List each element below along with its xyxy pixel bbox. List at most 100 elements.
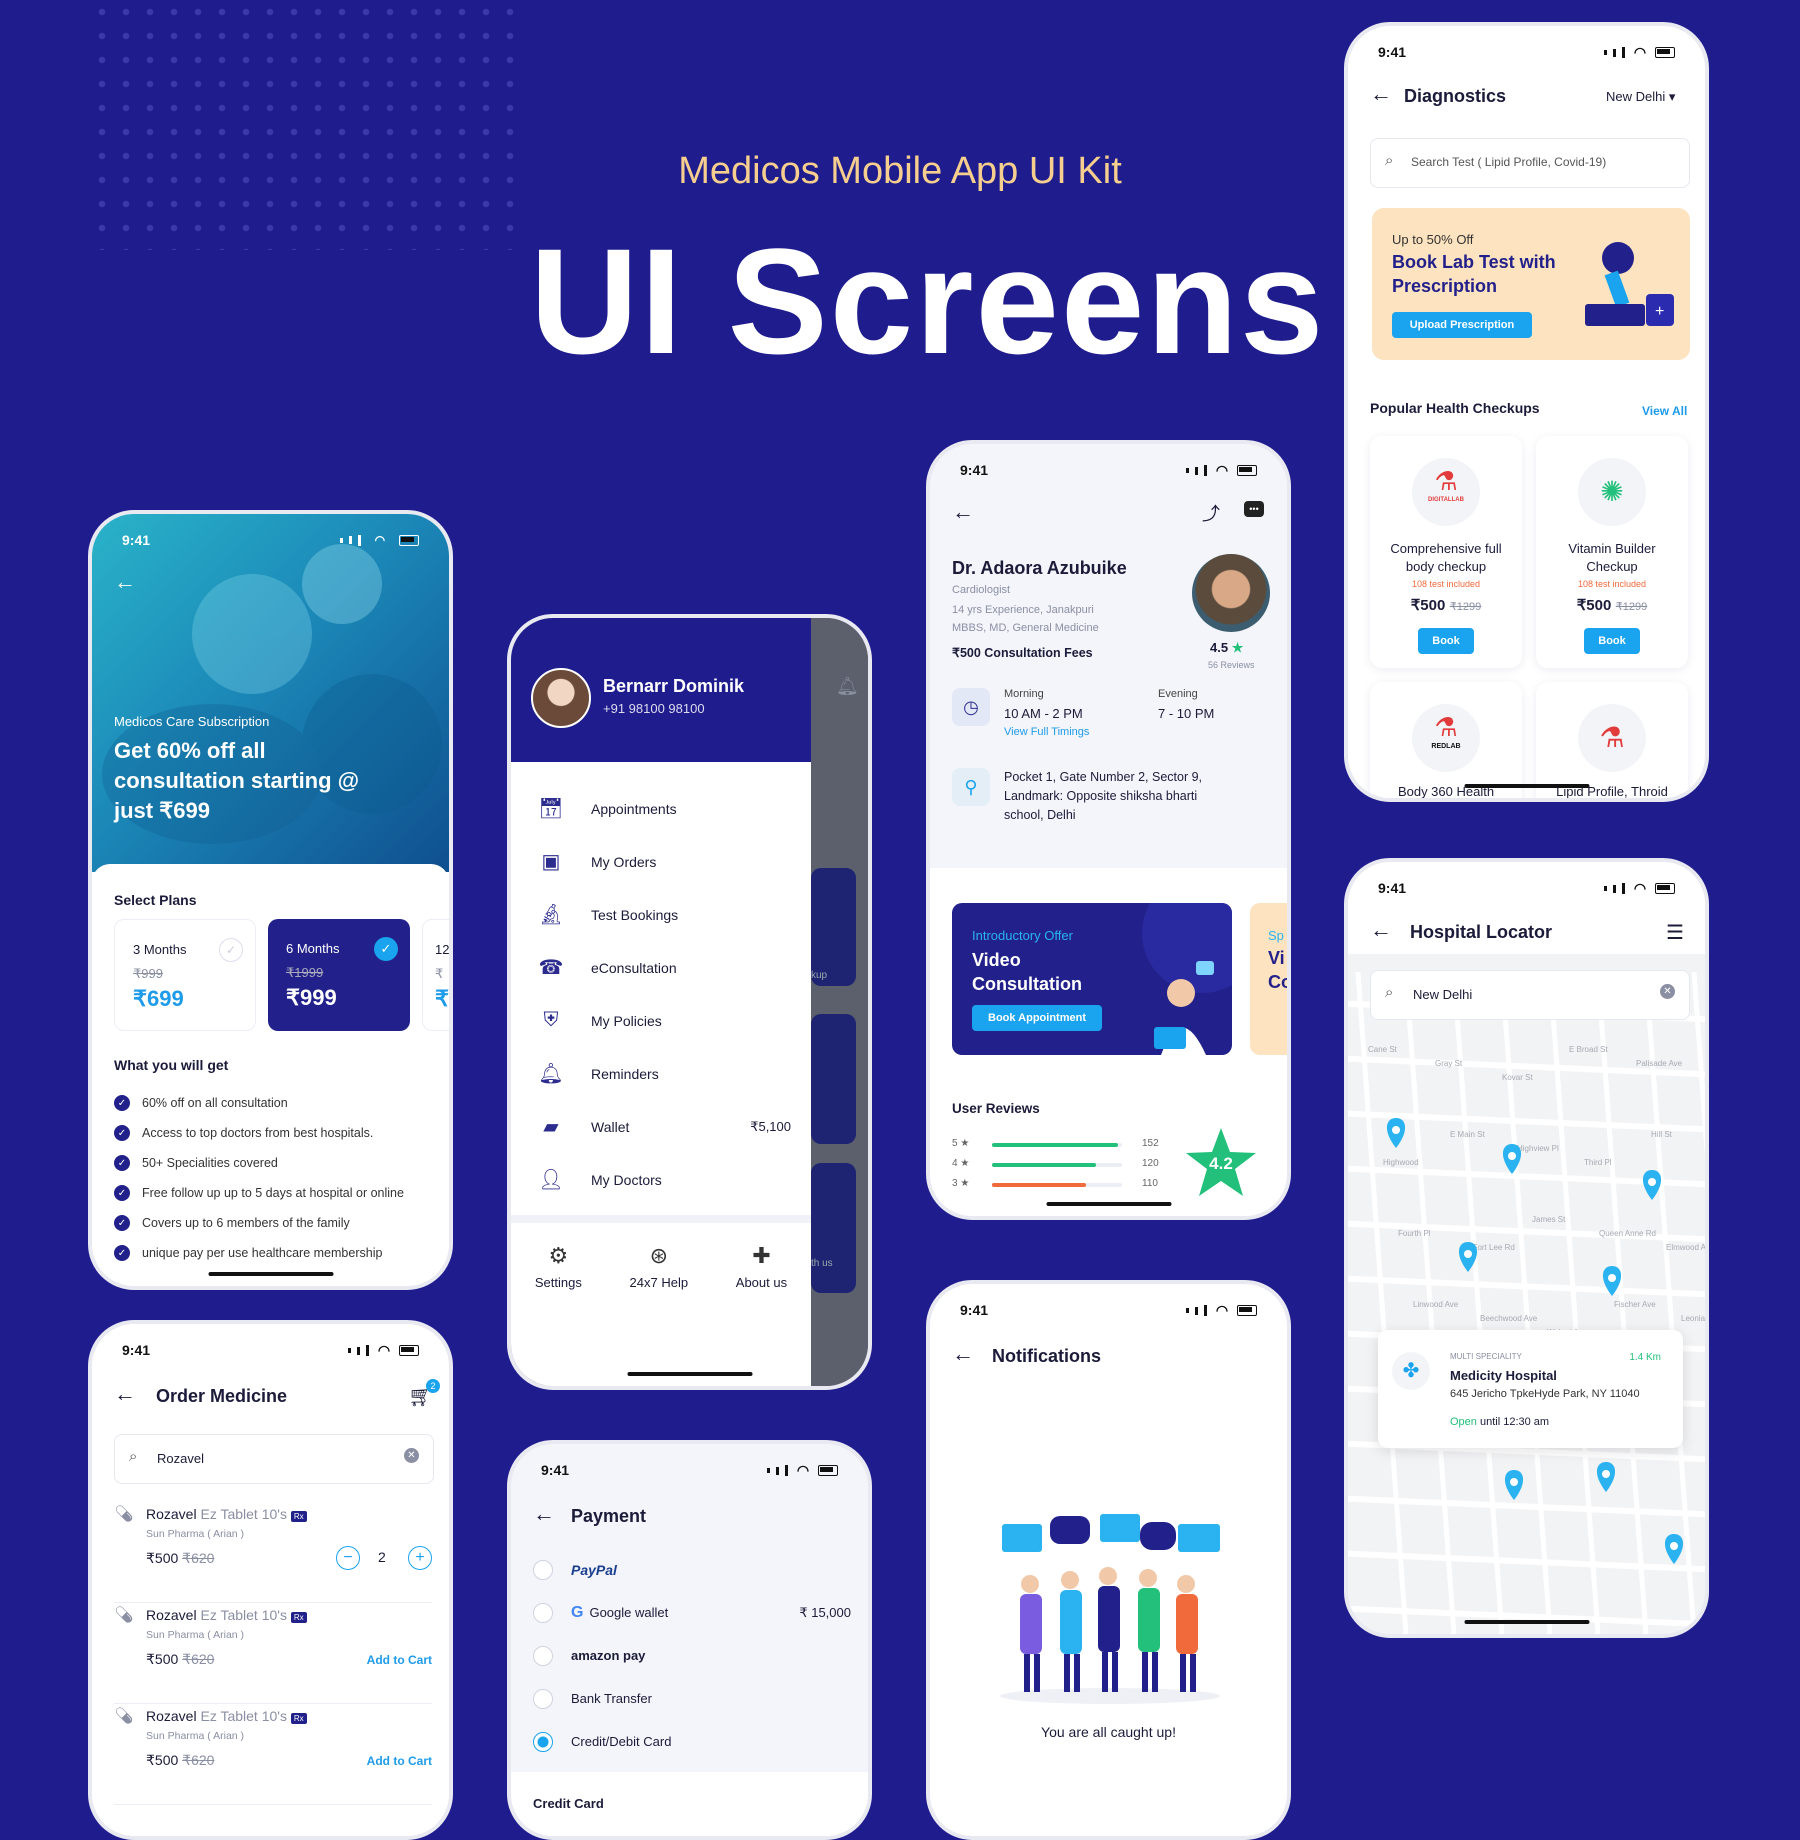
redlab-logo: ⚗REDLAB (1412, 704, 1480, 772)
map-street (1348, 1165, 1705, 1188)
checkup-card[interactable]: ✺ Vitamin Builder Checkup 108 test inclu… (1536, 436, 1688, 668)
location-pin-icon[interactable] (1502, 1144, 1522, 1174)
location-pin-icon[interactable] (1458, 1242, 1478, 1272)
menu-item-test-bookings[interactable]: 🔬︎Test Bookings (511, 888, 811, 941)
decrement-button[interactable]: − (336, 1546, 360, 1570)
clear-icon[interactable]: ✕ (404, 1448, 419, 1463)
search-box[interactable]: ⌕ Rozavel ✕ (114, 1434, 434, 1484)
medicine-item[interactable]: 💊︎ Rozavel Ez Tablet 10's Rx Sun Pharma … (114, 1603, 432, 1704)
hospital-card[interactable]: ✤ MULTI SPECIALITY 1.4 Km Medicity Hospi… (1378, 1330, 1683, 1448)
back-arrow-icon[interactable]: ← (1370, 917, 1392, 942)
check-icon: ✓ (114, 1185, 130, 1201)
plan-card-selected[interactable]: 6 Months ₹1999 ₹999 ✓ (268, 919, 410, 1031)
medicine-item[interactable]: 💊︎ Rozavel Ez Tablet 10's Rx Sun Pharma … (114, 1704, 432, 1805)
menu-item-doctors[interactable]: 👤︎My Doctors (511, 1153, 811, 1206)
hero-image (92, 514, 449, 872)
checkup-card[interactable]: ⚗DIGITALLAB Comprehensive full body chec… (1370, 436, 1522, 668)
radio-button[interactable] (533, 1688, 553, 1709)
about-button[interactable]: ✚About us (735, 1243, 788, 1290)
checkup-card[interactable]: ⚗ Lipid Profile, Throid (1536, 682, 1688, 798)
star-icon: ★ (1231, 640, 1244, 655)
review-count-value: 110 (1142, 1178, 1158, 1189)
medicine-item[interactable]: 💊︎ Rozavel Ez Tablet 10's Rx Sun Pharma … (114, 1502, 432, 1603)
back-arrow-icon[interactable]: ← (952, 1341, 974, 1366)
back-arrow-icon[interactable]: ← (114, 569, 136, 594)
cart-badge: 2 (426, 1379, 440, 1393)
clear-icon[interactable]: ✕ (1660, 984, 1675, 999)
book-button[interactable]: Book (1418, 628, 1474, 654)
add-to-cart-link[interactable]: Add to Cart (366, 1754, 432, 1768)
back-arrow-icon[interactable]: ← (533, 1501, 555, 1526)
search-box[interactable]: ⌕ Search Test ( Lipid Profile, Covid-19) (1370, 138, 1690, 188)
page-title: Diagnostics (1404, 86, 1507, 106)
home-indicator (1464, 784, 1589, 788)
plan-card-partial[interactable]: 12 ₹ ₹ (422, 919, 449, 1031)
street-label: Highview Pl (1517, 1144, 1559, 1153)
divider (511, 1215, 811, 1223)
help-button[interactable]: ⊛24x7 Help (629, 1243, 689, 1290)
payment-option[interactable]: PayPal (533, 1548, 851, 1591)
search-box[interactable]: ⌕ New Delhi ✕ (1370, 970, 1690, 1020)
share-icon[interactable]: ⤴ (1202, 504, 1220, 524)
google-icon: G (571, 1603, 584, 1621)
rx-badge: Rx (290, 1713, 307, 1724)
view-all-link[interactable]: View All (1642, 404, 1688, 418)
add-to-cart-link[interactable]: Add to Cart (366, 1653, 432, 1667)
orders-icon: ▣ (541, 851, 561, 873)
location-pin-icon[interactable] (1596, 1462, 1616, 1492)
menu-item-econsultation[interactable]: ☎eConsultation (511, 941, 811, 994)
location-pin-icon[interactable] (1602, 1266, 1622, 1296)
location-pin-icon[interactable] (1386, 1118, 1406, 1148)
back-arrow-icon[interactable]: ← (114, 1381, 136, 1406)
doctor-icon: 👤︎ (538, 1169, 564, 1191)
check-outline-icon: ✓ (219, 938, 243, 962)
offer-card-partial[interactable]: Sp Vi Co (1250, 903, 1287, 1055)
pill-icon: 💊︎ (114, 1506, 135, 1523)
vitamin-logo: ✺ (1578, 458, 1646, 526)
menu-item-appointments[interactable]: 📅︎Appointments (511, 782, 811, 835)
plan-card[interactable]: 3 Months ₹999 ₹699 ✓ (114, 919, 256, 1031)
pill-icon: 💊︎ (114, 1708, 135, 1725)
map-street (1403, 971, 1457, 1634)
chat-icon[interactable]: ••• (1244, 501, 1264, 517)
doctor-experience: 14 yrs Experience, Janakpuri (952, 604, 1094, 616)
back-arrow-icon[interactable]: ← (1370, 81, 1392, 106)
book-appointment-button[interactable]: Book Appointment (972, 1005, 1102, 1031)
payment-option[interactable]: Bank Transfer (533, 1677, 851, 1720)
status-bar: 9:41 ◠ (1378, 880, 1675, 897)
location-pin-icon[interactable] (1664, 1534, 1684, 1564)
upload-prescription-button[interactable]: Upload Prescription (1392, 312, 1532, 338)
radio-button-selected[interactable] (533, 1731, 553, 1752)
about-icon: ✚ (752, 1243, 771, 1268)
location-pin-icon[interactable] (1504, 1470, 1524, 1500)
list-view-icon[interactable]: ☰ (1666, 922, 1684, 944)
drawer-footer: ⚙Settings ⊛24x7 Help ✚About us (511, 1243, 811, 1290)
radio-button[interactable] (533, 1602, 553, 1623)
menu-item-policies[interactable]: ⛨My Policies (511, 994, 811, 1047)
menu-item-wallet[interactable]: ▰Wallet₹5,100 (511, 1100, 811, 1153)
settings-button[interactable]: ⚙Settings (534, 1243, 582, 1290)
radio-button[interactable] (533, 1559, 553, 1580)
empty-state-text: You are all caught up! (1041, 1724, 1176, 1740)
increment-button[interactable]: + (408, 1546, 432, 1570)
back-arrow-icon[interactable]: ← (952, 499, 974, 524)
payment-option[interactable]: Credit/Debit Card (533, 1720, 851, 1763)
book-button[interactable]: Book (1584, 628, 1640, 654)
offer-card-video[interactable]: Introductory Offer Video Consultation Bo… (952, 903, 1232, 1055)
location-pin-icon[interactable] (1642, 1170, 1662, 1200)
drawer-screen: kup th us 🔔︎ Bernarr Dominik +91 98100 9… (507, 614, 872, 1390)
street-label: Cane St (1368, 1045, 1398, 1054)
view-full-timings-link[interactable]: View Full Timings (1004, 726, 1090, 738)
radio-button[interactable] (533, 1645, 553, 1666)
menu-item-reminders[interactable]: 🔔︎Reminders (511, 1047, 811, 1100)
checkup-card[interactable]: ⚗REDLAB Body 360 Health (1370, 682, 1522, 798)
status-bar: 9:41 ◠ (1378, 44, 1675, 61)
city-selector[interactable]: New Delhi ▾ (1606, 89, 1676, 104)
menu-item-orders[interactable]: ▣My Orders (511, 835, 811, 888)
cart-icon[interactable]: 🛒︎ (408, 1386, 434, 1408)
map-street (1348, 1055, 1705, 1078)
payment-option[interactable]: amazon pay (533, 1634, 851, 1677)
